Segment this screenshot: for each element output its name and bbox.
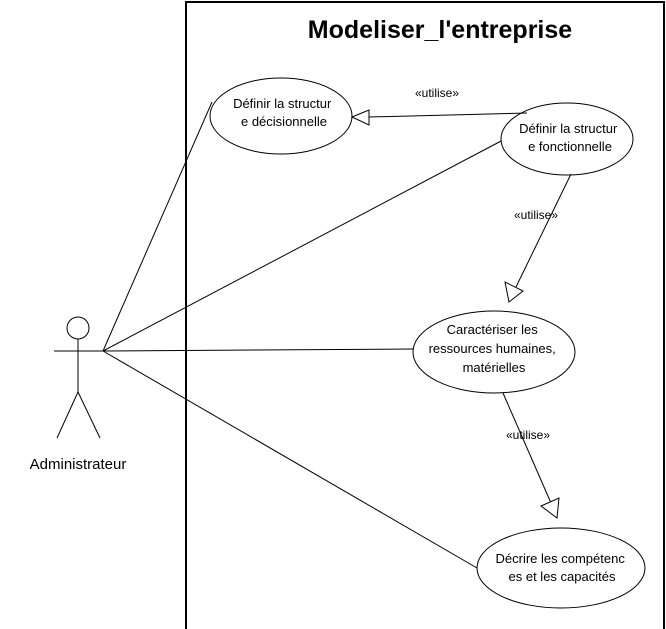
relation-arrowhead — [350, 109, 370, 126]
association-line-ressources — [102, 348, 414, 352]
actor-label: Administrateur — [30, 456, 127, 473]
use-case-label: Caractériser les ressources humaines, ma… — [429, 322, 560, 375]
relation-label: «utilise» — [415, 86, 459, 100]
system-title: Modeliser_l'entreprise — [308, 16, 572, 44]
relation-arrowhead — [540, 497, 560, 519]
use-case-label: Décrire les compétenc es et les capacité… — [496, 551, 629, 584]
use-case-ressources[interactable] — [412, 310, 576, 394]
association-line-decisionnelle — [102, 101, 213, 352]
relation-line — [502, 392, 552, 504]
relation-label: «utilise» — [506, 428, 550, 442]
relation-line — [368, 112, 528, 118]
relation-arrowhead — [504, 281, 524, 303]
use-case-label: Définir la structur e décisionnelle — [233, 96, 335, 129]
use-case-competences[interactable] — [476, 527, 646, 609]
actor-stick-figure[interactable] — [54, 316, 103, 439]
association-line-competences — [102, 350, 478, 569]
use-case-structure-decisionnelle[interactable] — [209, 77, 353, 155]
relation-label: «utilise» — [514, 208, 558, 222]
system-boundary — [185, 1, 665, 629]
use-case-structure-fonctionnelle[interactable] — [500, 102, 634, 176]
relation-line — [515, 173, 572, 288]
association-line-fonctionnelle — [102, 139, 504, 352]
use-case-label: Définir la structur e fonctionnelle — [519, 121, 621, 154]
